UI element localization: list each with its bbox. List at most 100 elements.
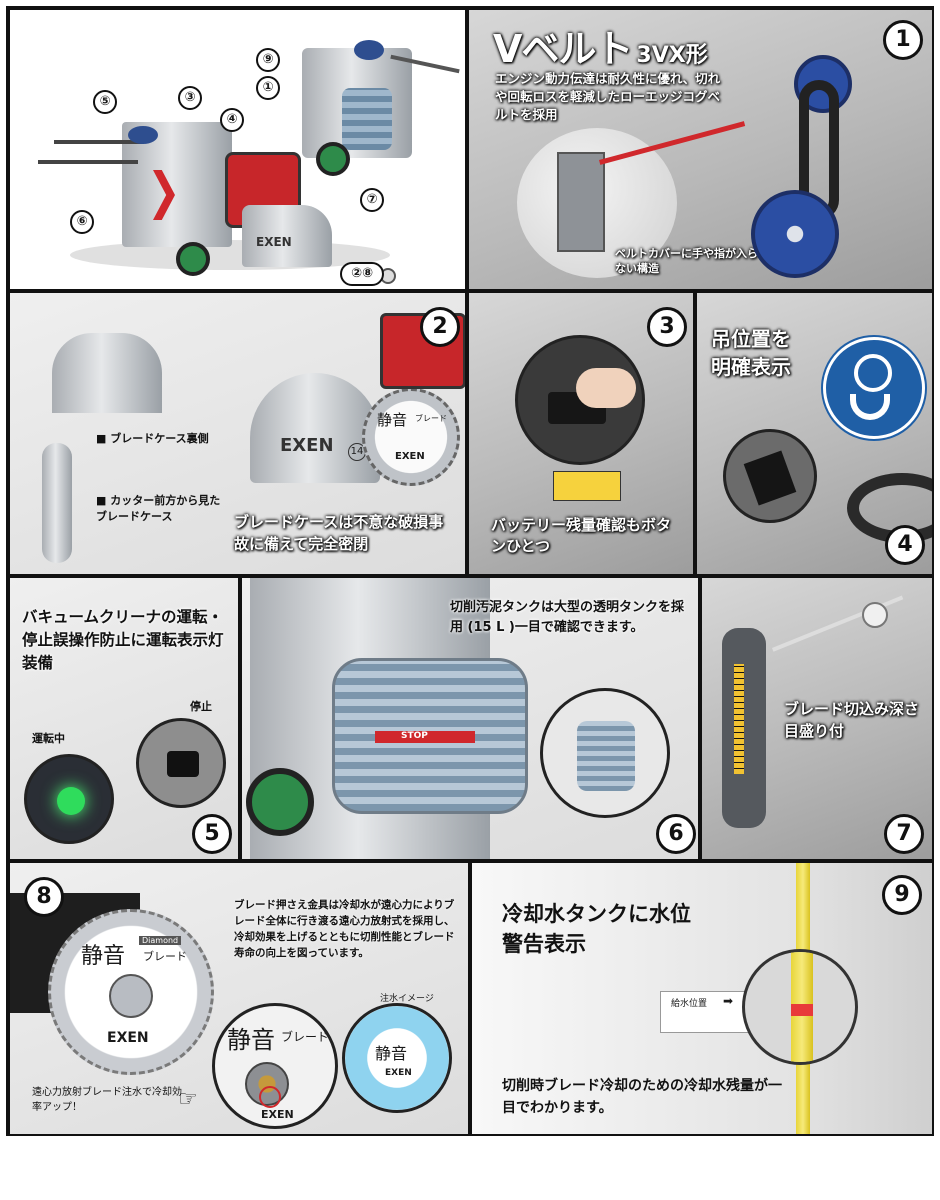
panel-6-headline: 切削汚泥タンクは大型の透明タンクを採用 (15 L )一目で確認できます。 — [450, 600, 685, 635]
panel-8-number: 8 — [24, 877, 64, 917]
zoom-sub: ブレード — [281, 1030, 330, 1044]
pulley-bottom — [751, 190, 839, 278]
blade-disc: 静音 ブレード EXEN — [362, 388, 460, 486]
panel-3-headline: バッテリー残量確認もボタンひとつ — [491, 516, 672, 555]
water-image-inset: 静音 EXEN — [342, 1003, 452, 1113]
warning-sticker — [553, 471, 621, 501]
hook-curve-icon — [850, 394, 890, 420]
callout-5: ⑤ — [93, 90, 117, 114]
green-lamp-on — [57, 787, 85, 815]
big-blade-diamond: Diamond — [139, 936, 182, 945]
stop-lamp-inset — [136, 718, 226, 808]
lamp-off — [167, 751, 199, 777]
belt-cover-photo — [517, 128, 677, 278]
label-stop: 停止 — [190, 700, 212, 713]
panel-1-number: 1 — [883, 20, 923, 60]
wheel-left — [246, 768, 314, 836]
case-logo: EXEN — [280, 435, 334, 456]
hook-icon — [854, 354, 892, 392]
title-sub: 3VX形 — [636, 43, 708, 68]
panel-2-headline: ブレードケースは不意な破損事故に備えて完全密閉 — [234, 513, 444, 553]
label-back: ■ ブレードケース裏側 — [96, 432, 209, 445]
hook-badge — [823, 337, 925, 439]
panel-2-number: 2 — [420, 307, 460, 347]
level-inset — [742, 949, 858, 1065]
blade-brand: 静音 — [377, 411, 408, 429]
panel-9-headline: 冷却水タンクに水位警告表示 — [502, 902, 691, 956]
big-blade-brand: 静音 — [81, 944, 126, 969]
panel-7-depth-scale: ブレード切込み深さ目盛り付 7 — [700, 576, 934, 861]
callout-7: ⑦ — [360, 188, 384, 212]
blade-case-main: EXEN 14 — [250, 373, 380, 483]
blade-sub: ブレード — [415, 414, 447, 423]
cover-note: ベルトカバーに手や指が入らない構造 — [615, 247, 758, 275]
callout-4: ④ — [220, 108, 244, 132]
callout-2-8: ②⑧ — [340, 262, 384, 286]
pointing-hand-icon: ☞ — [178, 1087, 198, 1112]
depth-scale — [734, 664, 744, 774]
panel-9-coolant-tank: 冷却水タンクに水位警告表示 給水位置 ➡ 切削時ブレード冷却のための冷却水残量が… — [470, 861, 934, 1136]
panel-5-indicator: バキュームクリーナの運転・停止誤操作防止に運転表示灯装備 運転中 停止 5 — [8, 576, 240, 861]
tank-label-plate: 給水位置 ➡ — [660, 991, 752, 1033]
red-circle-mark — [259, 1086, 281, 1108]
tank-arrow-icon: ➡ — [723, 994, 734, 1008]
panel-8-note: 遠心力放射ブレード注水で冷却効率アップ！ — [32, 1087, 182, 1113]
label-front: ■ カッター前方から見たブレードケース — [96, 494, 221, 523]
lift-point-inset — [723, 429, 817, 523]
depth-bracket — [722, 628, 766, 828]
rear-cap — [354, 40, 384, 60]
callout-3: ③ — [178, 86, 202, 110]
label-running: 運転中 — [32, 732, 65, 745]
tank-band-text: STOP — [401, 731, 428, 741]
panel-8-blade-clamp: 静音 Diamond ブレード EXEN ブレード押さえ金具は冷却水が遠心力によ… — [8, 861, 470, 1136]
lift-bracket — [743, 450, 797, 506]
water-image-label: 注水イメージ — [380, 994, 434, 1004]
engine-top — [380, 313, 465, 389]
big-blade-sub: ブレード — [143, 950, 187, 963]
blade-case-logo: EXEN — [256, 235, 292, 249]
red-level-mark — [791, 1004, 813, 1016]
overview-panel: EXEN ⑤ ③ ④ ⑥ ⑦ ⑨ ① ②⑧ — [8, 8, 467, 291]
panel-9-number: 9 — [882, 875, 922, 915]
panel-6-sludge-tank: STOP 切削汚泥タンクは大型の透明タンクを採用 (15 L )一目で確認できま… — [240, 576, 700, 861]
front-wheel — [176, 242, 210, 276]
blade-case: EXEN — [242, 205, 332, 267]
belt-cover — [557, 152, 605, 252]
big-blade: 静音 Diamond ブレード EXEN — [48, 909, 214, 1075]
finger — [576, 368, 636, 408]
running-lamp-inset — [24, 754, 114, 844]
water-logo: EXEN — [385, 1068, 412, 1078]
panel-7-number: 7 — [884, 814, 924, 854]
panel-1-description: エンジン動力伝達は耐久性に優れ、切れや回転ロスを軽減したローエッジコグベルトを採… — [495, 71, 721, 122]
blade-case-back-photo — [32, 313, 182, 423]
blade-logo: EXEN — [395, 451, 425, 462]
tank-inset-tank — [577, 721, 635, 791]
panel-5-headline: バキュームクリーナの運転・停止誤操作防止に運転表示灯装備 — [22, 608, 224, 672]
clamp-zoom-inset: 静音 ブレード EXEN — [212, 1003, 338, 1129]
tank-label: 給水位置 — [671, 999, 708, 1009]
front-cap — [128, 126, 158, 144]
callout-1: ① — [256, 76, 280, 100]
rear-wheel — [316, 142, 350, 176]
guide-knob — [862, 602, 888, 628]
clear-tank: STOP — [332, 658, 528, 814]
panel-2-blade-case: ■ ブレードケース裏側 ■ カッター前方から見たブレードケース EXEN 14 … — [8, 291, 467, 576]
big-blade-hub — [109, 974, 153, 1018]
zoom-brand: 静音 — [227, 1026, 275, 1054]
battery-inset — [515, 335, 645, 465]
tank-inset — [540, 688, 670, 818]
panel-9-footer: 切削時ブレード冷却のための冷却水残量が一目でわかります。 — [502, 1078, 782, 1116]
panel-7-headline: ブレード切込み深さ目盛り付 — [784, 700, 920, 740]
zoom-logo: EXEN — [261, 1108, 294, 1121]
front-handle — [38, 160, 138, 164]
big-blade-logo: EXEN — [107, 1030, 149, 1046]
panel-4-headline: 吊位置を明確表示 — [711, 327, 791, 379]
callout-9: ⑨ — [256, 48, 280, 72]
panel-6-number: 6 — [656, 814, 696, 854]
blade-case-front-photo — [42, 443, 72, 563]
panel-8-description: ブレード押さえ金具は冷却水が遠心力によりブレード全体に行き渡る遠心力放射式を採用… — [234, 899, 455, 959]
panel-3-number: 3 — [647, 307, 687, 347]
title-main: Vベルト — [493, 27, 633, 71]
